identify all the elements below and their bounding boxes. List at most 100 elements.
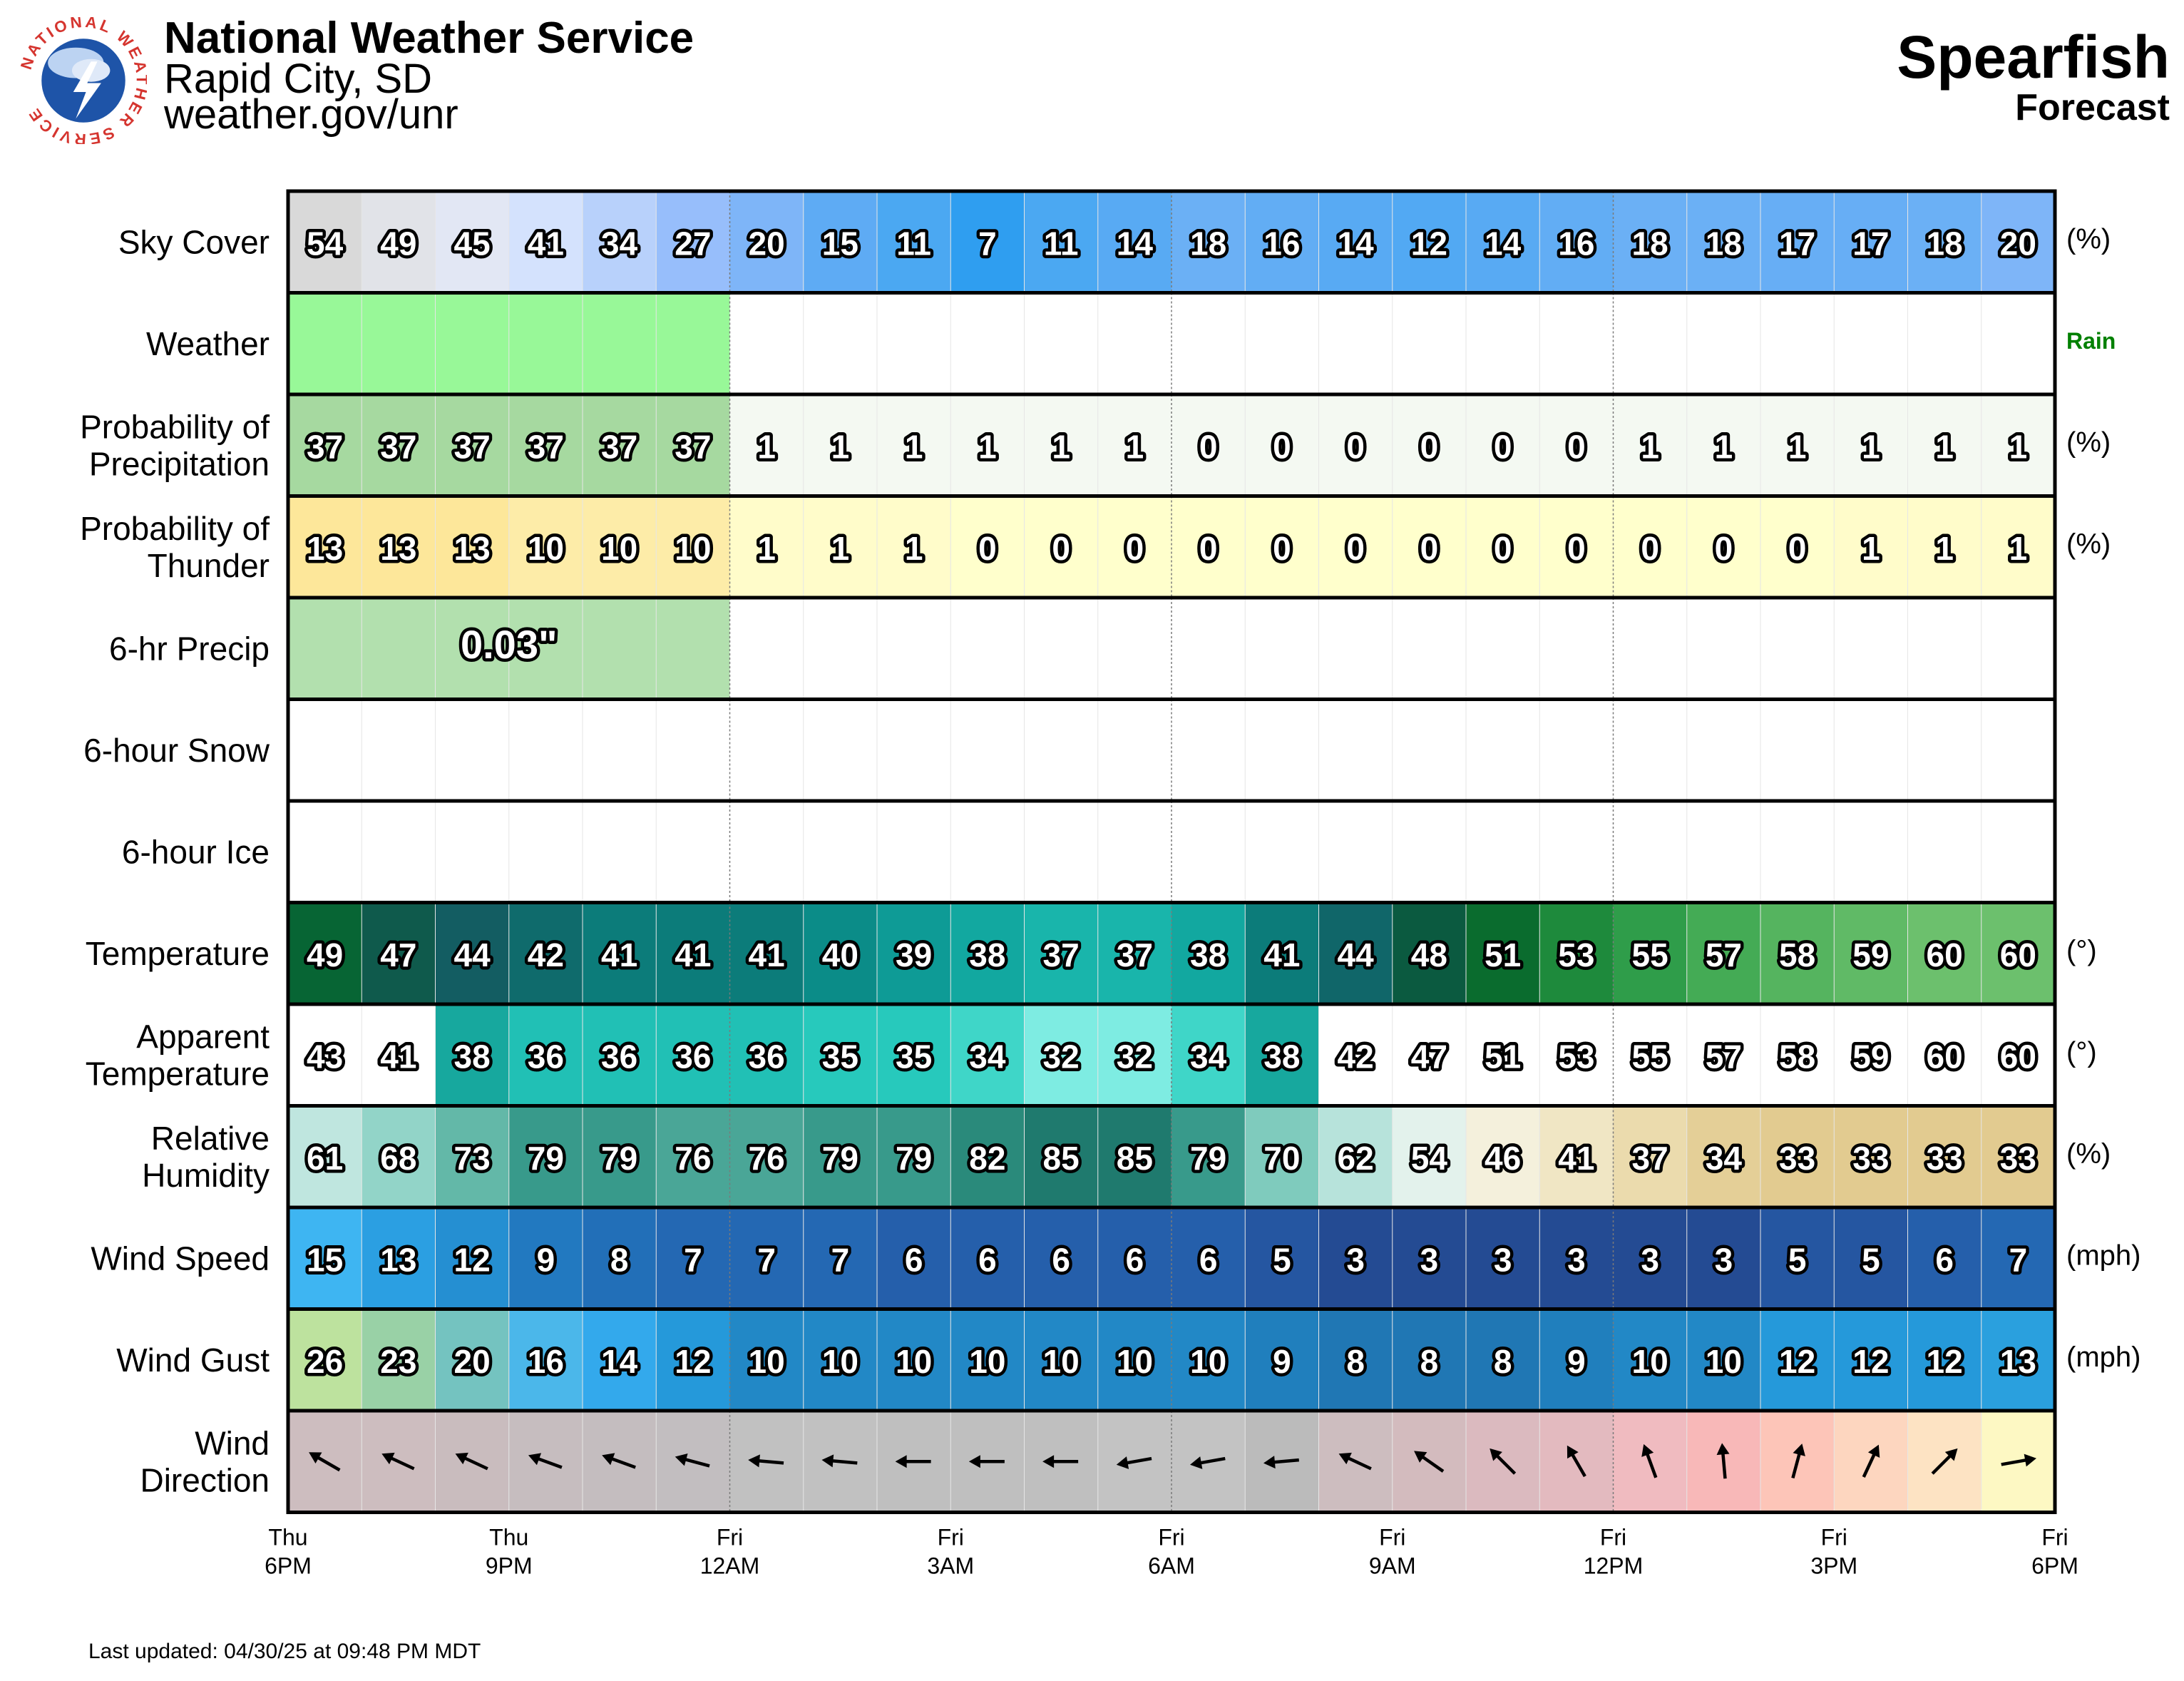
cell	[288, 496, 362, 598]
wind-arrow-icon	[1862, 1444, 1880, 1478]
cell	[729, 394, 804, 496]
last-updated-text: Last updated: 04/30/25 at 09:48 PM MDT	[88, 1640, 481, 1663]
cell-value: 3	[1346, 1241, 1365, 1278]
cell	[656, 902, 731, 1004]
cell-value: 1	[905, 530, 923, 567]
cell	[1981, 1309, 2056, 1411]
cell	[1834, 1105, 1909, 1207]
axis-day-label: Fri	[1821, 1525, 1847, 1550]
cell	[1466, 1004, 1540, 1106]
cell-value: 60	[2000, 1038, 2036, 1075]
cell-value: 46	[1485, 1140, 1521, 1177]
cell-value: 79	[1190, 1140, 1226, 1177]
cell	[508, 1105, 583, 1207]
cell-value: 1	[1788, 428, 1807, 465]
cell-value: 10	[749, 1343, 785, 1380]
axis-day-label: Fri	[1158, 1525, 1184, 1550]
cell-value: 33	[1852, 1140, 1889, 1177]
wind-arrow-icon	[309, 1452, 341, 1472]
cell	[1318, 1004, 1393, 1106]
cell-value: 5	[1273, 1241, 1291, 1278]
cell-value: 33	[1927, 1140, 1963, 1177]
cell	[1318, 902, 1393, 1004]
cell-value: 38	[1263, 1038, 1300, 1075]
cell-value: 9	[1567, 1343, 1586, 1380]
cell-value: 41	[675, 936, 711, 974]
wind-arrow-icon	[602, 1453, 636, 1469]
cell-value: 53	[1558, 1038, 1594, 1075]
cell-value: 0	[1494, 428, 1512, 465]
wind-arrow-icon	[1791, 1444, 1805, 1479]
wind-arrow-icon	[455, 1452, 488, 1471]
cell-value: 0	[1420, 530, 1439, 567]
cell-value: 1	[905, 428, 923, 465]
cell-value: 1	[1052, 428, 1070, 465]
cell	[1318, 1105, 1393, 1207]
cell	[1981, 191, 2056, 293]
cell	[1245, 394, 1320, 496]
cell	[1466, 191, 1540, 293]
cell-value: 32	[1043, 1038, 1080, 1075]
cell	[1245, 1004, 1320, 1106]
cell	[950, 1004, 1025, 1106]
cell-value: 1	[1935, 428, 1954, 465]
cell	[583, 191, 657, 293]
cell-value: 23	[380, 1343, 416, 1380]
axis-time-label: 3AM	[927, 1553, 974, 1579]
cell-value: 20	[2000, 225, 2036, 262]
cell-value: 6	[1126, 1241, 1144, 1278]
cell	[803, 496, 878, 598]
cell-value: 38	[1190, 936, 1226, 974]
cell-value: 1	[1862, 530, 1880, 567]
cell-value: 1	[757, 428, 776, 465]
cell-value: 12	[1411, 225, 1447, 262]
axis-day-label: Fri	[938, 1525, 964, 1550]
cell-value: 41	[380, 1038, 416, 1075]
cell	[1539, 496, 1614, 598]
cell	[1539, 1004, 1614, 1106]
cell-value: 8	[1494, 1343, 1512, 1380]
cell-value: 7	[831, 1241, 850, 1278]
cell	[1686, 1309, 1761, 1411]
cell-value: 20	[749, 225, 785, 262]
cell-value: 37	[1117, 936, 1153, 974]
cell-value: 6	[1935, 1241, 1954, 1278]
office-website-link[interactable]: weather.gov/unr	[164, 91, 458, 138]
cell-value: 1	[757, 530, 776, 567]
cell	[1613, 1309, 1688, 1411]
cell-value: 82	[969, 1140, 1005, 1177]
cell	[1024, 1309, 1099, 1411]
cell	[1097, 902, 1172, 1004]
cell	[1172, 1105, 1246, 1207]
cell-value: 37	[1632, 1140, 1668, 1177]
cell-value: 0	[1273, 530, 1291, 567]
cell	[1686, 1105, 1761, 1207]
cell	[1172, 1207, 1246, 1309]
axis-time-label: 6PM	[265, 1553, 312, 1579]
cell	[583, 902, 657, 1004]
cell	[1097, 394, 1172, 496]
cell	[1760, 1207, 1835, 1309]
cell-value: 41	[601, 936, 637, 974]
axis-time-label: 12PM	[1584, 1553, 1644, 1579]
cell	[288, 191, 362, 293]
row-unit: (%)	[2066, 426, 2111, 458]
row-label: 6-hour Ice	[122, 833, 270, 870]
cell-value: 6	[905, 1241, 923, 1278]
cell	[508, 1309, 583, 1411]
cell-value: 34	[1190, 1038, 1227, 1075]
cell-value: 79	[896, 1140, 932, 1177]
cell	[362, 1004, 436, 1106]
wind-arrow-icon	[821, 1454, 858, 1468]
cell-value: 10	[1706, 1343, 1742, 1380]
cell	[1392, 1004, 1467, 1106]
cell	[877, 902, 951, 1004]
cell	[1981, 394, 2056, 496]
cell-value: 35	[822, 1038, 858, 1075]
cell	[1613, 1207, 1688, 1309]
